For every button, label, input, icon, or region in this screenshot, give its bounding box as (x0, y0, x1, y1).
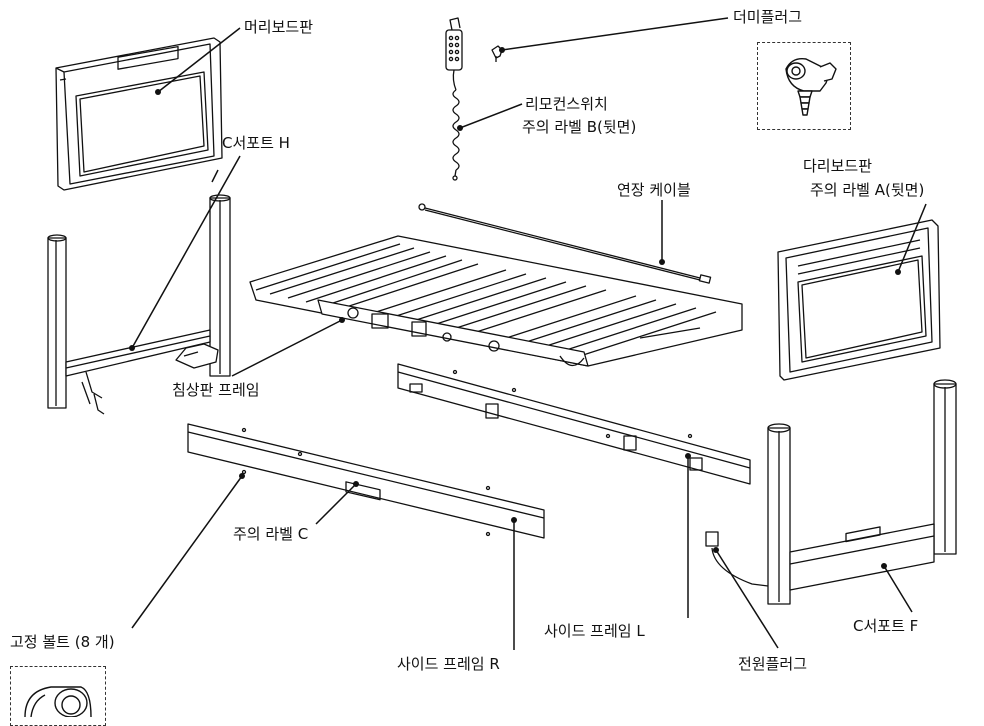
label-bed-frame: 침상판 프레임 (172, 381, 260, 399)
leader-lines (131, 17, 927, 650)
remote-switch-part (445, 17, 463, 181)
extension-cable-part (418, 203, 712, 284)
label-headboard: 머리보드판 (244, 18, 314, 36)
support-h-part (47, 194, 231, 415)
label-fixing-bolt: 고정 볼트 (8 개) (10, 633, 115, 651)
label-power-plug: 전원플러그 (738, 655, 808, 673)
label-extension-cable: 연장 케이블 (617, 181, 691, 199)
bolt-inset (10, 666, 106, 726)
label-support-f: C서포트 F (853, 617, 919, 635)
footboard-part (777, 219, 941, 381)
label-side-frame-r: 사이드 프레임 R (397, 655, 500, 673)
label-dummy-plug: 더미플러그 (733, 8, 803, 26)
label-caution-c: 주의 라벨 C (233, 525, 309, 543)
label-remote-line2: 주의 라벨 B(뒷면) (522, 118, 637, 136)
dummy-plug-inset (757, 42, 851, 130)
leader-dots (129, 47, 901, 569)
side-frame-l-part (397, 363, 751, 485)
label-side-frame-l: 사이드 프레임 L (544, 622, 645, 640)
headboard-part (55, 37, 223, 191)
label-footboard-line2: 주의 라벨 A(뒷면) (810, 181, 925, 199)
label-support-h: C서포트 H (222, 134, 290, 152)
bolt-icon (24, 686, 92, 718)
label-footboard-line1: 다리보드판 (803, 157, 873, 175)
side-frame-r-part (187, 423, 545, 539)
label-remote-line1: 리모컨스위치 (525, 95, 608, 113)
dummy-plug-icon (785, 58, 837, 116)
support-f-part (705, 379, 957, 605)
bed-frame-part (249, 235, 743, 367)
